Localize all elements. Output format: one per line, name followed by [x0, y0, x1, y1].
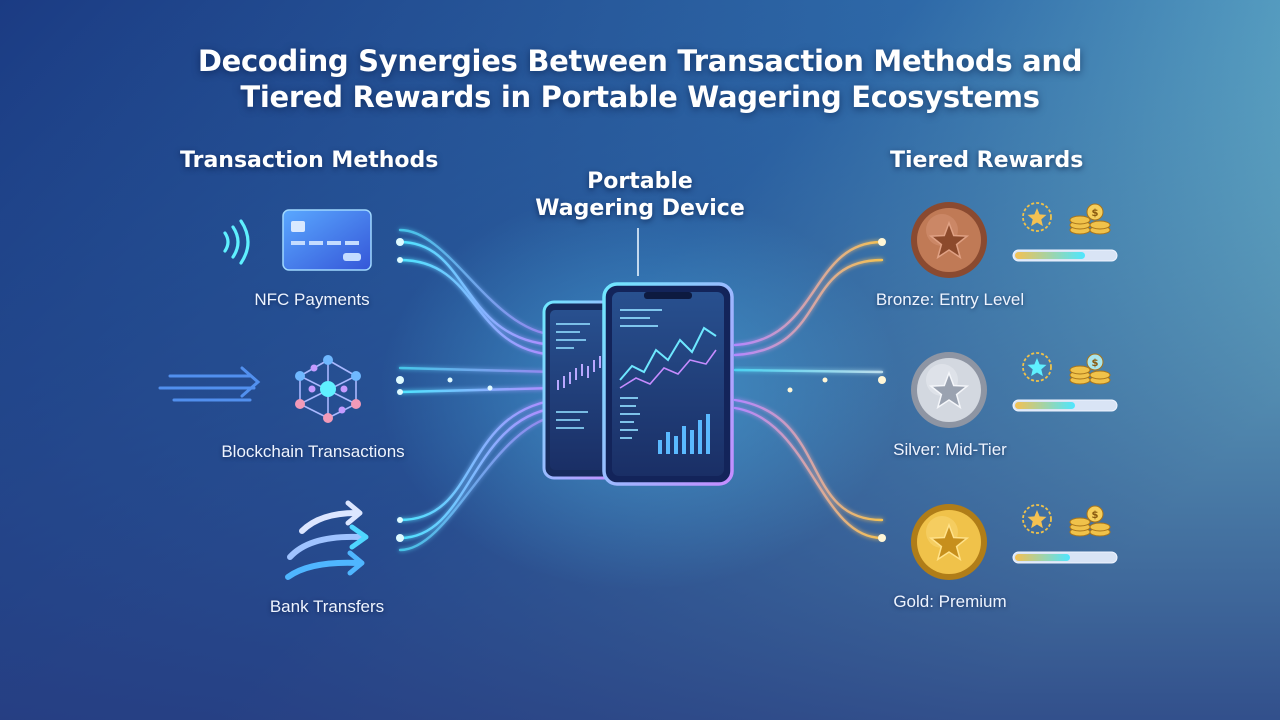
- device-heading-connector: [637, 228, 639, 276]
- tier-progress-bar: [1012, 249, 1118, 262]
- svg-text:$: $: [1092, 208, 1099, 219]
- coin-stack-icon: $: [1069, 203, 1111, 235]
- tier-0-label: Bronze: Entry Level: [875, 290, 1025, 309]
- wagering-device-illustration: [542, 282, 734, 486]
- device-heading-line-2: Wagering Device: [535, 196, 745, 221]
- title-line-1: Decoding Synergies Between Transaction M…: [197, 44, 1083, 78]
- tier-0-graphic: $: [911, 202, 1118, 278]
- title-line-2: Tiered Rewards in Portable Wagering Ecos…: [240, 80, 1040, 114]
- nfc-card-icon: [223, 209, 372, 271]
- tier-progress-bar: [1012, 399, 1118, 412]
- svg-text:$: $: [1092, 510, 1099, 521]
- device-heading-line-1: Portable: [587, 169, 693, 194]
- star-badge-icon: [1022, 352, 1052, 382]
- device-heading: Portable Wagering Device: [520, 168, 760, 222]
- bronze-medal-icon: [911, 202, 987, 278]
- tier-progress-bar: [1012, 551, 1118, 564]
- tier-2-graphic: $: [911, 504, 1118, 580]
- transaction-methods-heading: Transaction Methods: [180, 148, 439, 173]
- coin-stack-icon: $: [1069, 505, 1111, 537]
- tiered-rewards-heading: Tiered Rewards: [890, 148, 1084, 173]
- coin-stack-icon: $: [1069, 353, 1111, 385]
- right-flow-lines: [733, 238, 886, 542]
- nfc-payments-label: NFC Payments: [254, 290, 370, 309]
- star-badge-icon: [1022, 202, 1052, 232]
- tier-2-label: Gold: Premium: [893, 592, 1007, 611]
- bank-transfers-label: Bank Transfers: [269, 597, 385, 616]
- phone-back: [542, 300, 618, 480]
- svg-text:$: $: [1092, 358, 1099, 369]
- blockchain-transactions-label: Blockchain Transactions: [221, 442, 405, 461]
- transfer-arrows-icon: [285, 500, 369, 580]
- gold-medal-icon: [911, 504, 987, 580]
- left-flow-lines: [396, 228, 557, 552]
- blockchain-network-icon: [158, 355, 361, 423]
- star-badge-icon: [1022, 504, 1052, 534]
- tier-1-graphic: $: [911, 352, 1118, 428]
- silver-medal-icon: [911, 352, 987, 428]
- phone-front: [602, 282, 734, 486]
- tier-1-label: Silver: Mid-Tier: [893, 440, 1007, 459]
